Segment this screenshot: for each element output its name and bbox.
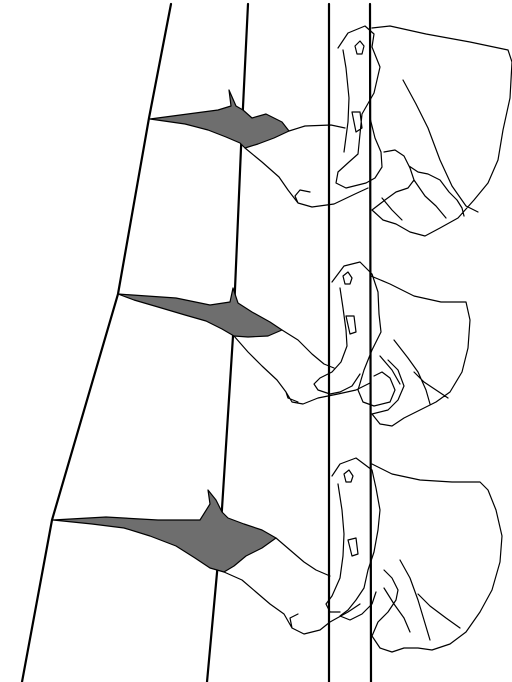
figure-middle bbox=[118, 262, 470, 426]
figure-lower bbox=[53, 458, 502, 652]
figure-upper bbox=[150, 26, 512, 236]
reference-line-4 bbox=[370, 4, 371, 682]
shaded-region-middle bbox=[118, 288, 282, 337]
reference-lines bbox=[22, 4, 371, 682]
shaded-region-lower bbox=[53, 490, 276, 572]
connector-middle bbox=[234, 330, 370, 404]
bone-outline-middle bbox=[314, 262, 470, 426]
bone-outline-lower bbox=[326, 458, 502, 652]
reference-line-1 bbox=[22, 4, 171, 682]
shaded-region-upper bbox=[150, 90, 289, 148]
bone-outline-upper bbox=[336, 26, 512, 236]
